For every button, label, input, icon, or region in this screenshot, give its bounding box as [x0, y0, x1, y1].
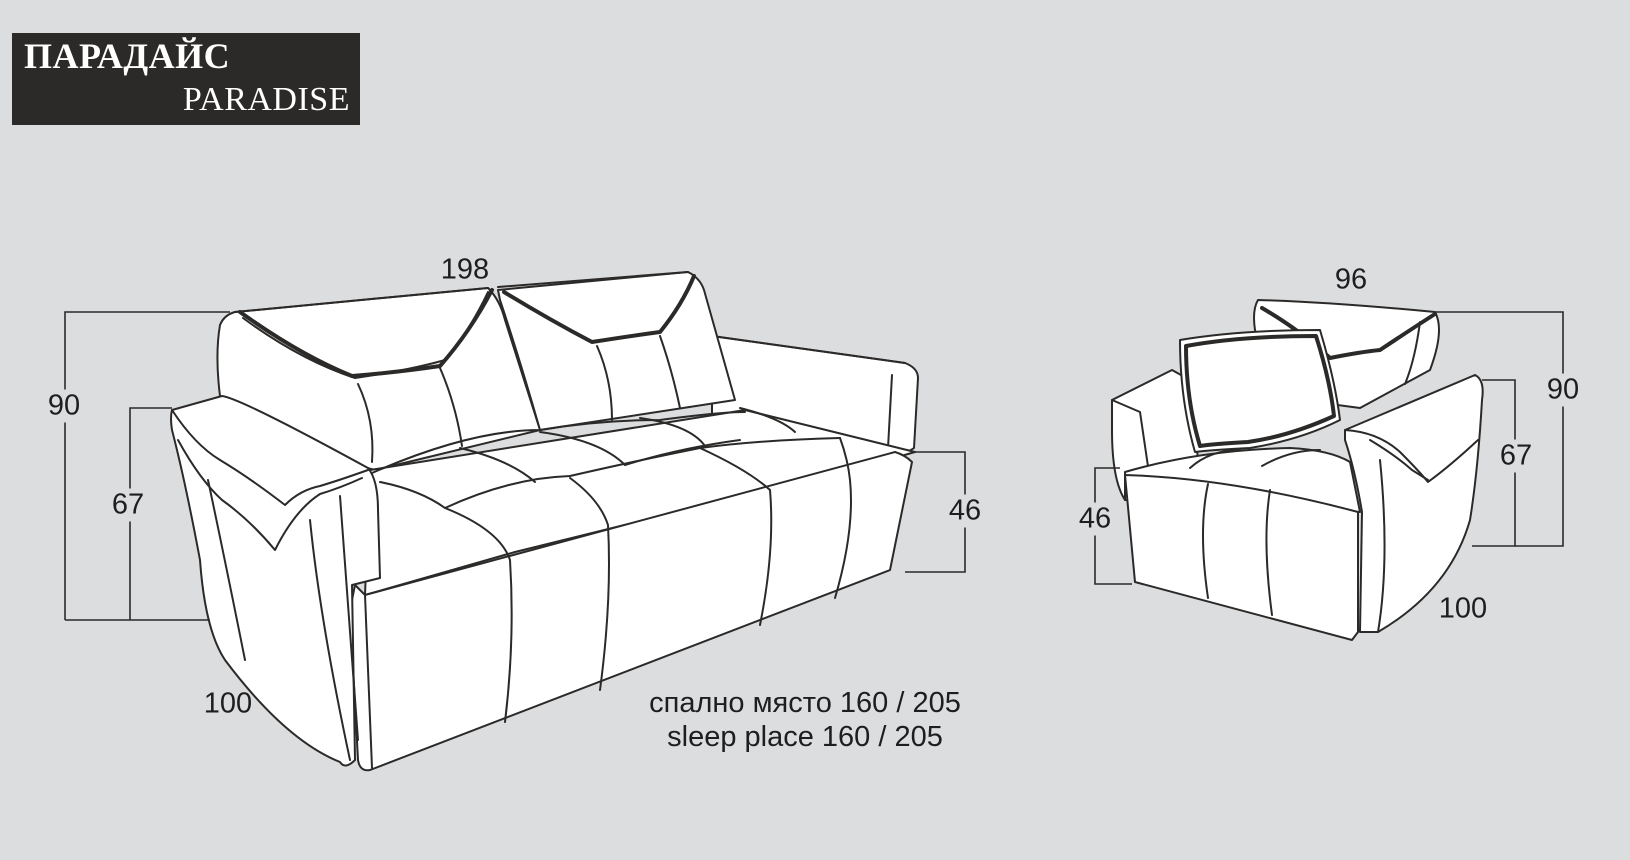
armchair-drawing [1111, 299, 1484, 641]
armchair-depth-label: 100 [1438, 592, 1488, 625]
sleep-place-bg: спално място 160 / 205 [649, 687, 961, 719]
sofa-left-arm [170, 395, 381, 767]
armchair-seat-height-label: 46 [1076, 502, 1114, 536]
title-english: PARADISE [182, 81, 350, 118]
sofa-dim-67-line [129, 407, 172, 620]
title-bulgarian: ПАРАДАЙС [24, 36, 231, 76]
title-box: ПАРАДАЙС PARADISE [12, 33, 360, 125]
armchair-pillow [1179, 329, 1341, 453]
sofa-height-label: 90 [45, 389, 83, 423]
sleep-place-caption: спално място 160 / 205 sleep place 160 /… [600, 686, 1010, 754]
sofa-dim-90-line [64, 311, 230, 620]
armchair-width-label: 96 [1334, 263, 1368, 296]
armchair-height-label: 90 [1544, 373, 1582, 407]
sleep-place-en: sleep place 160 / 205 [667, 721, 943, 753]
armchair-seat-front [1124, 474, 1359, 641]
armchair-dim-90-line [1435, 311, 1564, 547]
armchair-arm-height-label: 67 [1497, 439, 1535, 473]
sofa-depth-label: 100 [203, 687, 253, 720]
sofa-width-label: 198 [440, 253, 490, 286]
sofa-drawing [170, 271, 919, 772]
sofa-seat-height-label: 46 [946, 494, 984, 528]
sofa-arm-height-label: 67 [109, 488, 147, 522]
sofa-back-cushion-right [497, 271, 736, 431]
